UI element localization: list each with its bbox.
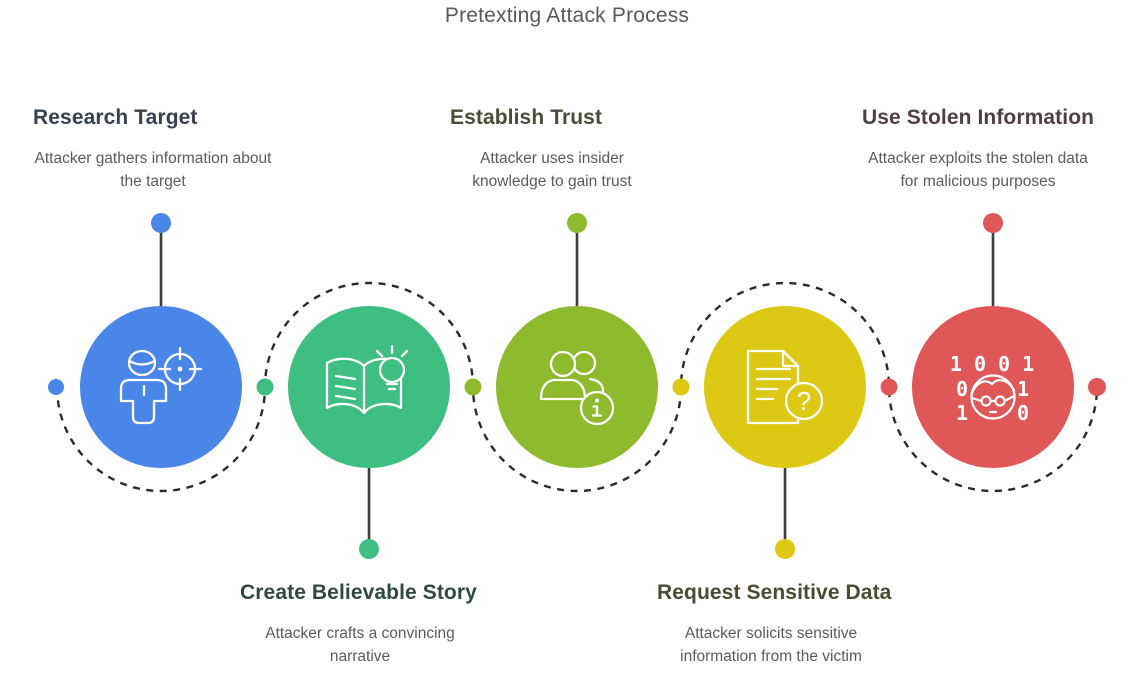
stem-dot xyxy=(151,213,171,233)
step-node-request-sensitive-data: ? xyxy=(704,306,866,468)
step-node-use-stolen-information: 1 0 0 1 0 1 1 0 xyxy=(912,306,1074,468)
binary-digit: 0 xyxy=(1017,401,1029,425)
connector-dot xyxy=(48,379,64,395)
connector-dot xyxy=(1088,378,1106,396)
binary-face-icon: 1 0 0 1 0 1 1 0 xyxy=(950,352,1034,425)
step-node-research-target xyxy=(80,306,242,468)
document-question-icon: ? xyxy=(746,349,824,425)
step-title: Request Sensitive Data xyxy=(657,581,892,604)
binary-digit: 0 xyxy=(956,377,968,401)
step-node-establish-trust xyxy=(496,306,658,468)
step-description: Attacker uses insider knowledge to gain … xyxy=(472,150,632,190)
stem-dot xyxy=(775,539,795,559)
book-idea-icon xyxy=(325,344,409,415)
step-title: Establish Trust xyxy=(450,106,603,129)
step-circle xyxy=(288,306,450,468)
step-circle xyxy=(80,306,242,468)
step-circle xyxy=(704,306,866,468)
stem-dot xyxy=(983,213,1003,233)
connector-dot xyxy=(672,378,690,396)
connector-dot xyxy=(880,378,898,396)
binary-digit: 1 xyxy=(956,401,968,425)
stem-dot xyxy=(567,213,587,233)
step-description: Attacker gathers information about the t… xyxy=(34,150,272,190)
step-title: Create Believable Story xyxy=(240,581,477,604)
serpentine-dashed-path xyxy=(55,281,1099,493)
connector-dot xyxy=(464,378,482,396)
question-mark-glyph: ? xyxy=(797,386,811,416)
step-description: Attacker crafts a convincing narrative xyxy=(265,625,455,665)
people-info-icon xyxy=(539,350,615,426)
page-title: Pretexting Attack Process xyxy=(444,4,690,27)
step-title: Research Target xyxy=(33,106,198,129)
step-title: Use Stolen Information xyxy=(862,106,1095,129)
binary-row: 1 0 0 1 xyxy=(950,352,1034,376)
person-target-icon xyxy=(119,346,203,425)
binary-digit: 1 xyxy=(1017,377,1029,401)
step-label-create-believable-story: Create Believable Story Attacker crafts … xyxy=(240,579,480,668)
step-label-request-sensitive-data: Request Sensitive Data Attacker solicits… xyxy=(657,579,892,668)
step-label-use-stolen-information: Use Stolen Information Attacker exploits… xyxy=(862,104,1094,193)
step-description: Attacker exploits the stolen data for ma… xyxy=(868,150,1088,190)
step-label-research-target: Research Target Attacker gathers informa… xyxy=(33,104,273,193)
stem-dot xyxy=(359,539,379,559)
step-description: Attacker solicits sensitive information … xyxy=(680,625,862,665)
connector-dot xyxy=(256,378,274,396)
step-label-establish-trust: Establish Trust Attacker uses insider kn… xyxy=(450,104,654,193)
step-node-create-believable-story xyxy=(288,306,450,468)
